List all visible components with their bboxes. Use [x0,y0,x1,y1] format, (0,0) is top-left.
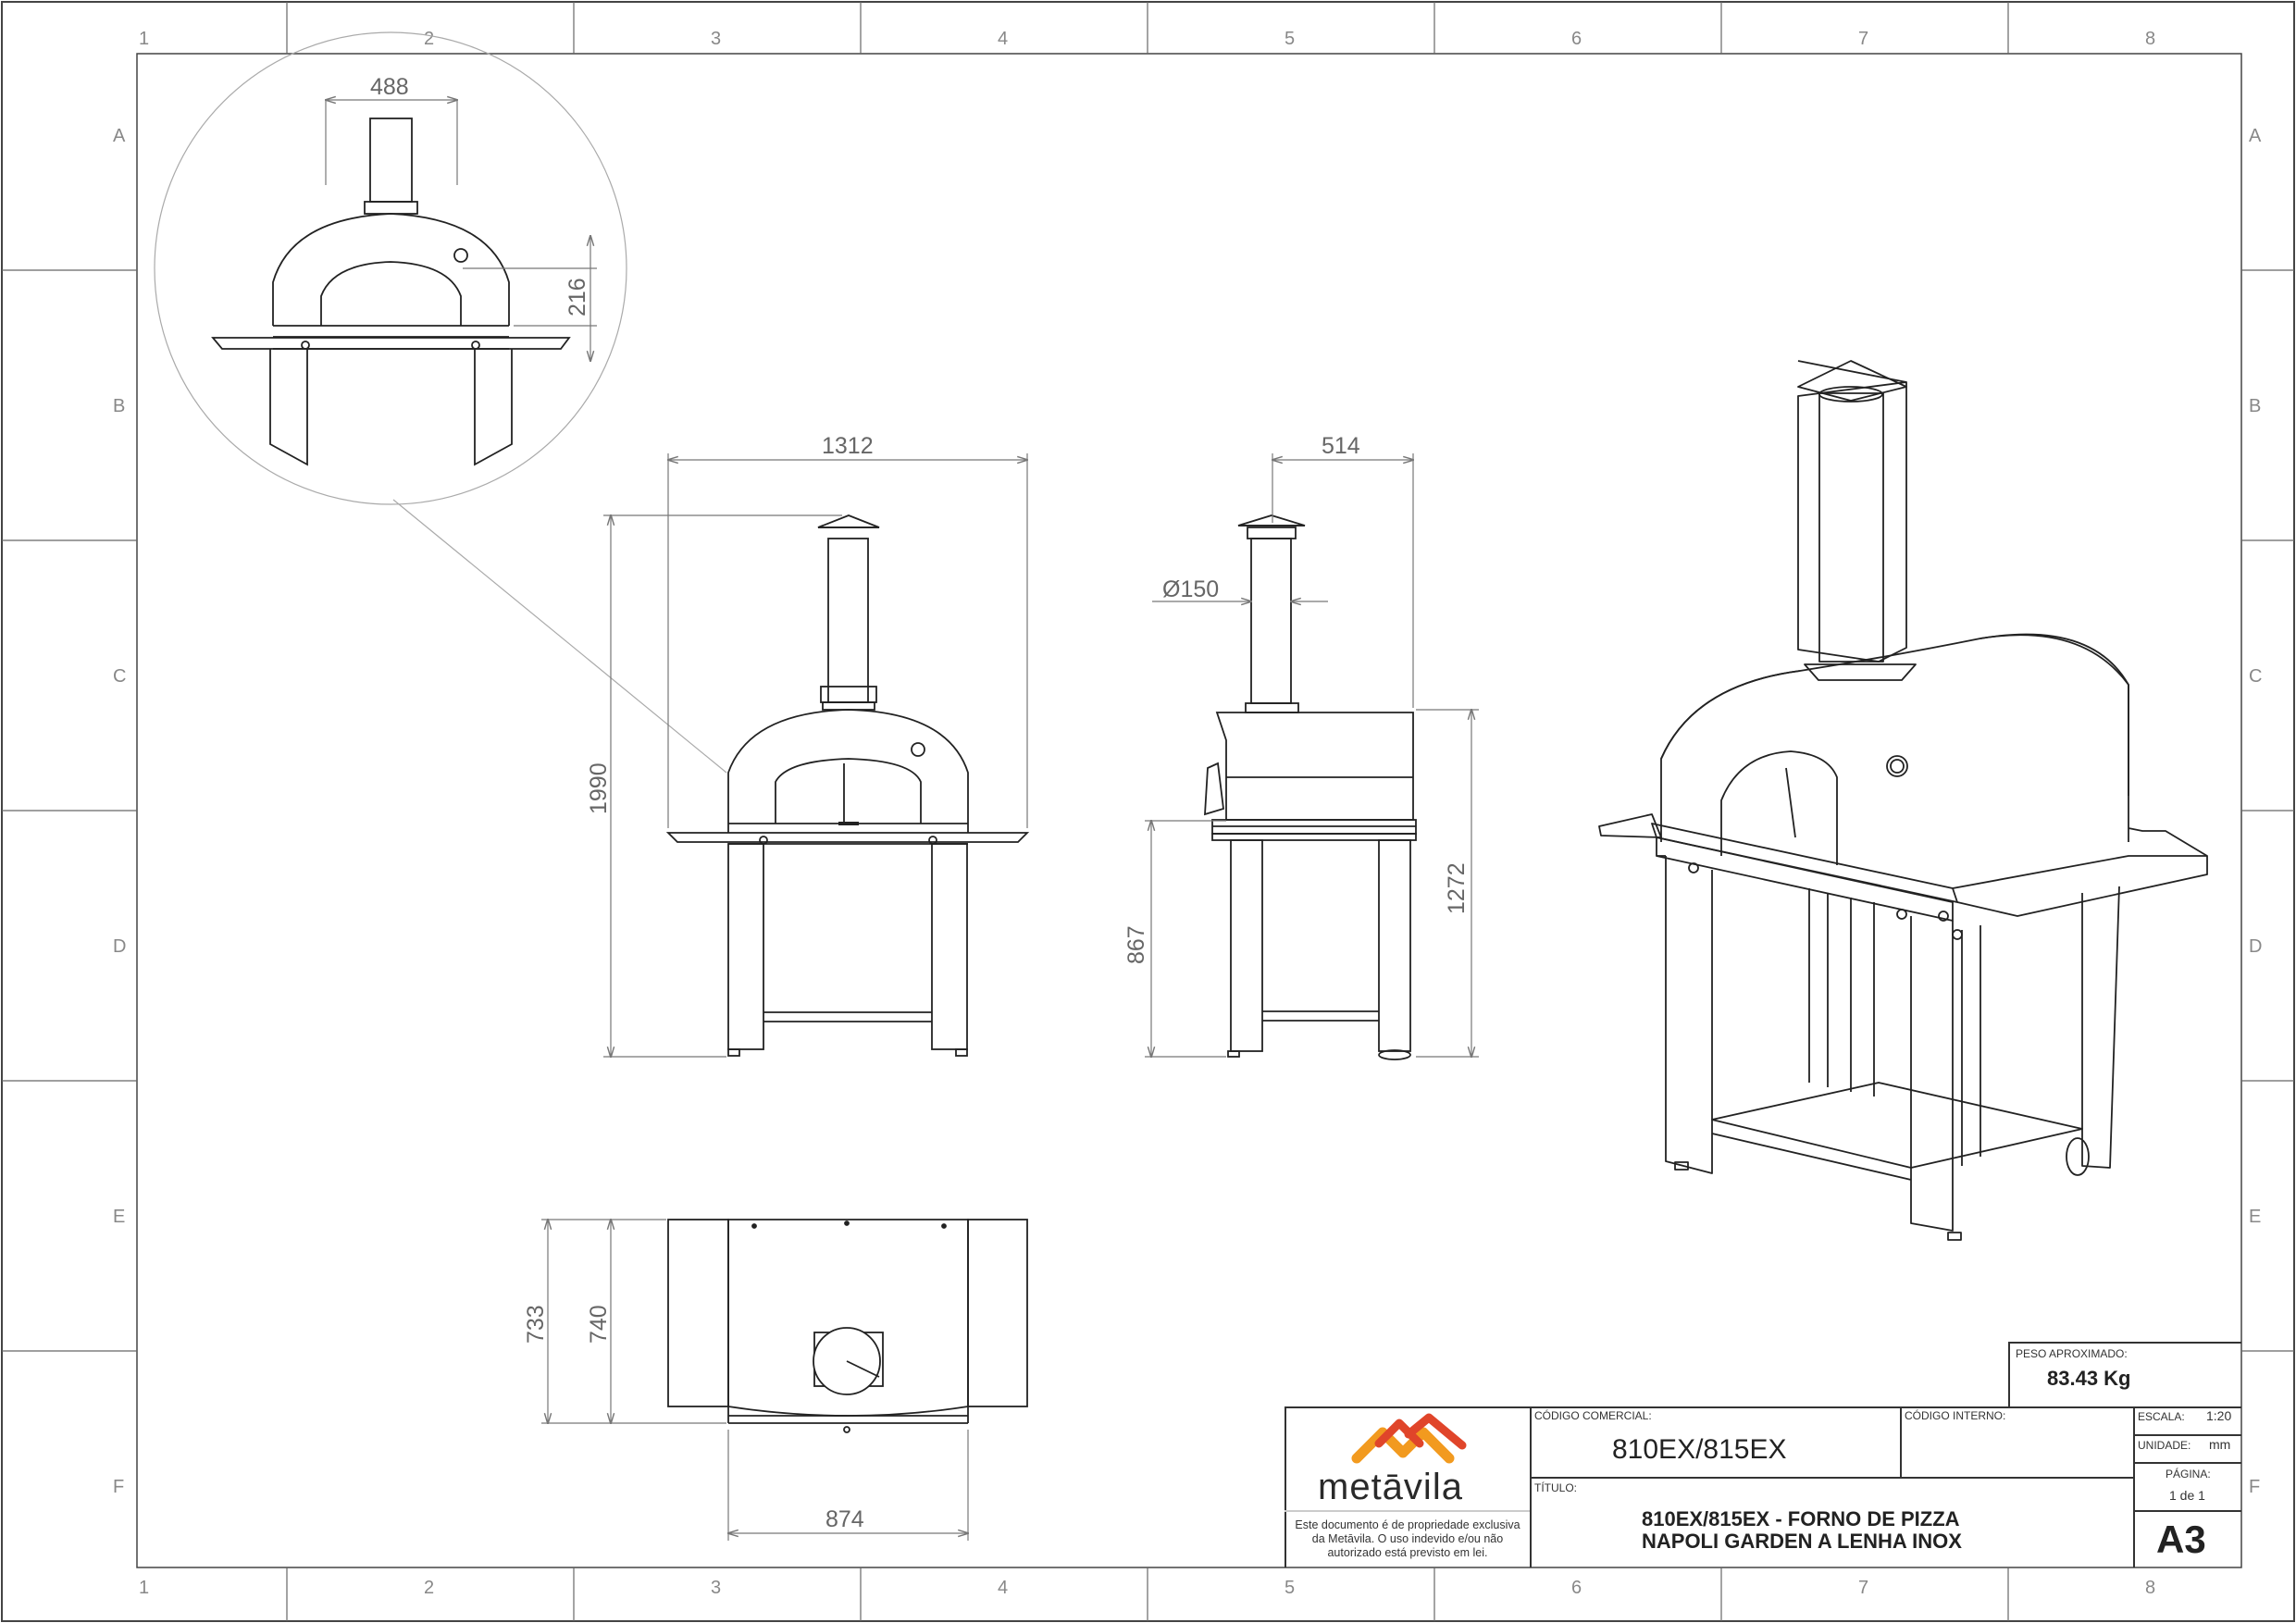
sheet-size: A3 [2156,1518,2206,1561]
col-label: 8 [2145,29,2155,49]
top-dimensions [541,1220,968,1541]
disclaimer: Este documento é de propriedade exclusiv… [1295,1518,1520,1559]
dim-top-width: 874 [825,1506,864,1532]
col-label: 1 [139,1578,149,1598]
weight-label: PESO APROXIMADO: [2016,1347,2128,1360]
col-label: 7 [1858,1578,1868,1598]
col-label: 3 [711,29,721,49]
page-label: PÁGINA: [2166,1468,2211,1481]
scale-value: 1:20 [2206,1408,2232,1423]
row-label: C [113,666,126,687]
scale-label: ESCALA: [2138,1410,2185,1423]
title-line1: 810EX/815EX - FORNO DE PIZZA [1642,1507,1960,1530]
page-value: 1 de 1 [2169,1488,2205,1503]
zone-labels: 1 2 3 4 5 6 7 8 1 2 3 4 5 6 7 8 A B C D … [113,29,2262,1598]
col-label: 5 [1285,1578,1295,1598]
dim-detail-width: 488 [370,74,409,100]
isometric-view [1598,360,2208,1241]
col-label: 7 [1858,29,1868,49]
col-label: 2 [424,29,434,49]
row-label: D [2249,936,2262,957]
col-label: 6 [1571,29,1582,49]
title-label: TÍTULO: [1534,1481,1578,1494]
front-view [665,514,1030,1057]
dim-side-depth: 514 [1322,433,1360,459]
col-label: 2 [424,1578,434,1598]
dim-side-total-height: 1272 [1444,862,1470,914]
side-view [1204,514,1417,1060]
dim-chimney-diameter: Ø150 [1162,576,1219,602]
brand-name: metāvila [1318,1467,1463,1507]
internal-code-label: CÓDIGO INTERNO: [1905,1409,2006,1422]
dim-detail-height: 216 [565,278,590,316]
col-label: 4 [998,1578,1008,1598]
side-dimensions [1145,453,1479,1057]
dim-front-width: 1312 [822,433,874,459]
row-label: E [113,1207,125,1227]
col-label: 4 [998,29,1008,49]
dim-top-depth-inner: 740 [586,1305,612,1344]
row-label: C [2249,666,2262,687]
row-label: D [113,936,126,957]
dim-top-depth-outer: 733 [523,1305,549,1344]
weight-value: 83.43 Kg [2047,1367,2131,1390]
col-label: 3 [711,1578,721,1598]
unit-label: UNIDADE: [2138,1439,2191,1452]
col-label: 1 [139,29,149,49]
col-label: 5 [1285,29,1295,49]
top-view [667,1219,1028,1433]
commercial-code-label: CÓDIGO COMERCIAL: [1534,1409,1652,1422]
col-label: 6 [1571,1578,1582,1598]
col-label: 8 [2145,1578,2155,1598]
row-label: B [113,396,125,416]
dim-front-height: 1990 [586,762,612,814]
detail-view [154,31,727,774]
dim-side-table-height: 867 [1123,925,1149,964]
front-dimensions [603,453,1027,1057]
metavila-logo-icon [1351,1413,1467,1464]
row-label: F [2249,1477,2260,1497]
row-label: F [113,1477,124,1497]
title-line2: NAPOLI GARDEN A LENHA INOX [1642,1530,1962,1553]
row-label: E [2249,1207,2261,1227]
unit-value: mm [2209,1437,2231,1452]
row-label: A [113,126,126,146]
row-label: B [2249,396,2261,416]
detail-dimensions [326,100,597,361]
commercial-code-value: 810EX/815EX [1612,1434,1787,1465]
row-label: A [2249,126,2262,146]
